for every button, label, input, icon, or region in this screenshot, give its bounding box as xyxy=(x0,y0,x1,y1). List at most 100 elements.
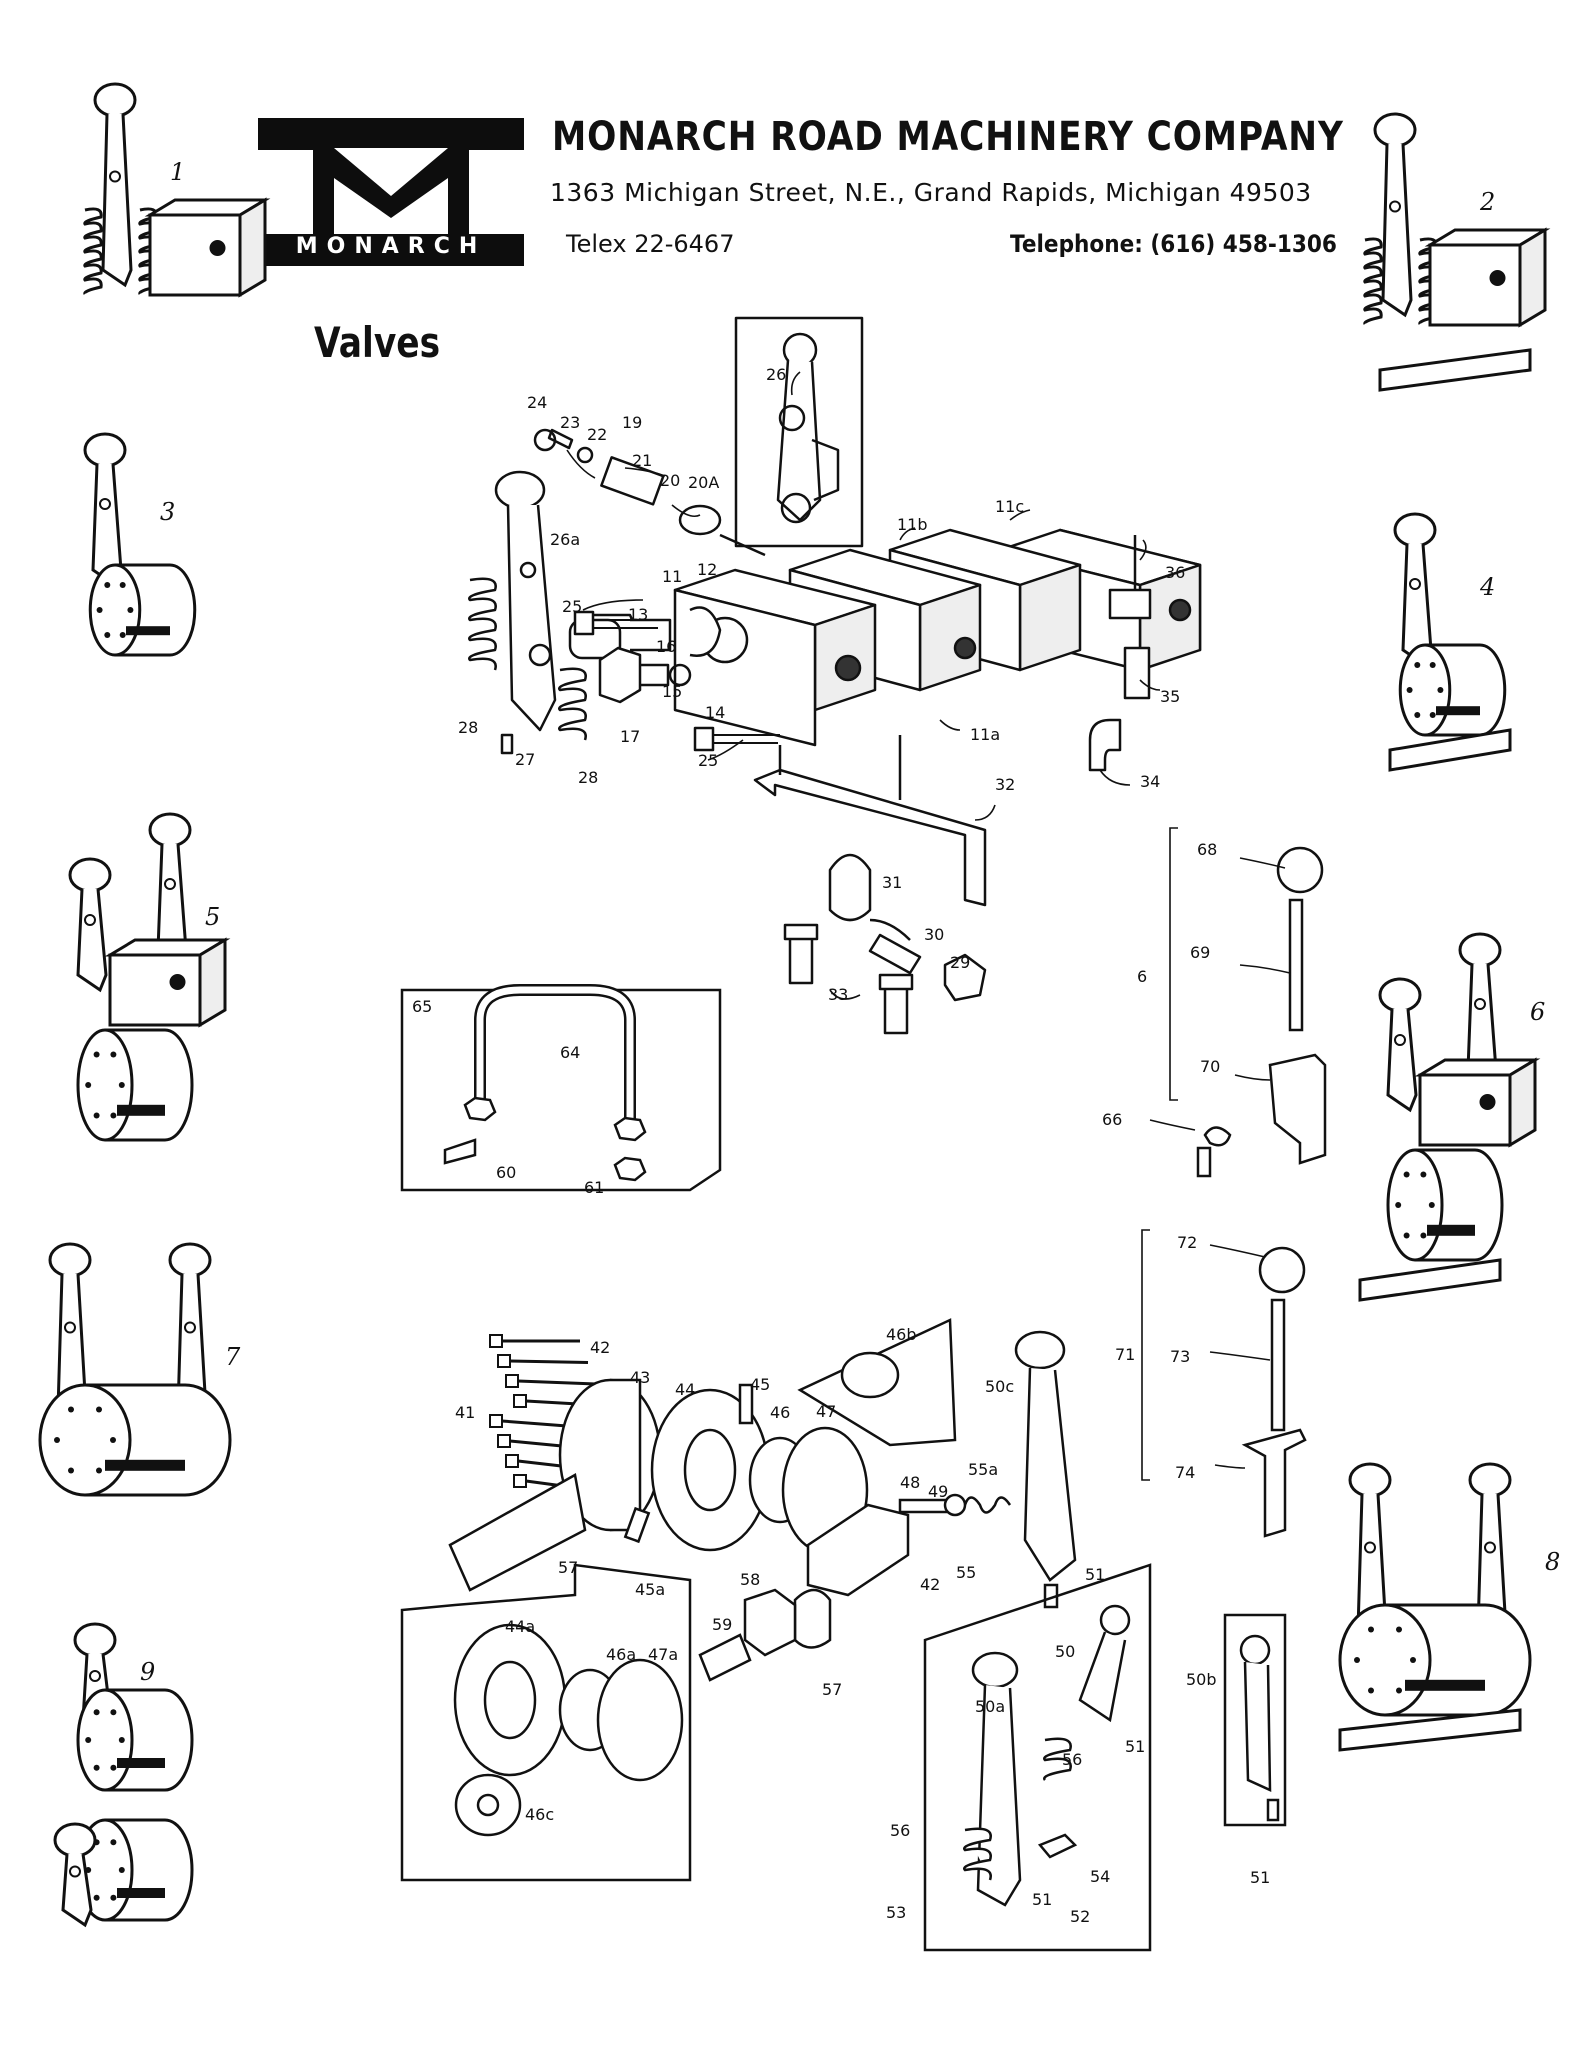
part-callout: 46c xyxy=(525,1805,554,1824)
part-callout: 54 xyxy=(1090,1867,1110,1886)
part-callout: 68 xyxy=(1197,840,1217,859)
valve-assembly-illustration xyxy=(83,432,197,657)
logo-top-bar xyxy=(258,118,524,150)
section-title: Valves xyxy=(314,318,441,367)
assembly-number: 2 xyxy=(1479,188,1495,216)
valve-assembly-illustration xyxy=(38,1242,232,1497)
part-callout: 51 xyxy=(1032,1890,1052,1909)
part-callout: 15 xyxy=(662,682,682,701)
assembly-number: 8 xyxy=(1545,1548,1560,1576)
valve-assembly-illustration xyxy=(1388,512,1512,772)
monarch-m-logo-icon xyxy=(258,148,524,266)
part-callout: 57 xyxy=(822,1680,842,1699)
part-callout: 50a xyxy=(975,1697,1005,1716)
part-callout: 72 xyxy=(1177,1233,1197,1252)
kit-number: 65 xyxy=(412,997,432,1016)
part-callout: 64 xyxy=(560,1043,580,1062)
part-callout: 42 xyxy=(590,1338,610,1357)
part-callout: 42 xyxy=(920,1575,940,1594)
part-callout: 27 xyxy=(515,750,535,769)
part-callout: 51 xyxy=(1250,1868,1270,1887)
part-callout: 74 xyxy=(1175,1463,1195,1482)
part-callout: 47a xyxy=(648,1645,678,1664)
part-callout: 59 xyxy=(712,1615,732,1634)
valve-assembly-illustration xyxy=(83,82,271,298)
assembly-number: 1 xyxy=(170,158,185,186)
part-callout: 66 xyxy=(1102,1110,1122,1129)
part-callout: 26 xyxy=(766,365,786,384)
part-callout: 25 xyxy=(698,751,718,770)
valve-assembly-illustration xyxy=(1358,932,1541,1302)
lever-inset-frame xyxy=(734,316,864,548)
part-callout: 70 xyxy=(1200,1057,1220,1076)
assembly-number: 6 xyxy=(1530,998,1545,1026)
part-callout: 34 xyxy=(1140,772,1160,791)
part-callout: 23 xyxy=(560,413,580,432)
part-callout: 13 xyxy=(628,605,648,624)
part-callout: 31 xyxy=(882,873,902,892)
part-callout: 44 xyxy=(675,1380,695,1399)
assembly-number: 9 xyxy=(140,1658,155,1686)
assembly-number: 7 xyxy=(225,1343,241,1371)
part-callout: 26a xyxy=(550,530,580,549)
valve-assembly-illustration xyxy=(53,1622,194,1928)
part-callout: 14 xyxy=(705,703,725,722)
part-callout: 28 xyxy=(578,768,598,787)
part-callout: 69 xyxy=(1190,943,1210,962)
assembly-number: 4 xyxy=(1479,573,1495,601)
part-callout: 16 xyxy=(656,637,676,656)
telex-number: Telex 22-6467 xyxy=(566,230,735,258)
valve-assembly-illustration xyxy=(1338,1462,1532,1752)
part-callout: 73 xyxy=(1170,1347,1190,1366)
company-name: MONARCH ROAD MACHINERY COMPANY xyxy=(552,114,1344,160)
part-callout: 52 xyxy=(1070,1907,1090,1926)
part-callout: 24 xyxy=(527,393,547,412)
company-address: 1363 Michigan Street, N.E., Grand Rapids… xyxy=(550,178,1312,207)
part-callout: 29 xyxy=(950,953,970,972)
part-callout: 20A xyxy=(688,473,719,492)
part-callout: 25 xyxy=(562,597,582,616)
part-callout: 33 xyxy=(828,985,848,1004)
part-callout: 11a xyxy=(970,725,1000,744)
assembly-number: 5 xyxy=(205,903,220,931)
part-callout: 46a xyxy=(606,1645,636,1664)
part-callout: 51 xyxy=(1085,1565,1105,1584)
part-callout: 28 xyxy=(458,718,478,737)
part-callout: 53 xyxy=(886,1903,906,1922)
part-callout: 46 xyxy=(770,1403,790,1422)
part-callout: 44a xyxy=(505,1617,535,1636)
logo-wordmark: MONARCH xyxy=(295,234,487,259)
part-callout: 11c xyxy=(995,497,1024,516)
part-callout: 57 xyxy=(558,1558,578,1577)
part-callout: 22 xyxy=(587,425,607,444)
hose-kit-frame xyxy=(400,988,722,1192)
part-callout: 56 xyxy=(890,1821,910,1840)
part-callout: 58 xyxy=(740,1570,760,1589)
valve-assembly-illustration xyxy=(1363,112,1551,392)
part-callout: 47 xyxy=(816,1402,836,1421)
part-callout: 19 xyxy=(622,413,642,432)
part-callout: 17 xyxy=(620,727,640,746)
part-callout: 46b xyxy=(886,1325,917,1344)
part-callout: 41 xyxy=(455,1403,475,1422)
part-callout: 45 xyxy=(750,1375,770,1394)
part-callout: 11b xyxy=(897,515,928,534)
part-callout: 55a xyxy=(968,1460,998,1479)
part-callout: 11 xyxy=(662,567,682,586)
part-callout: 43 xyxy=(630,1368,650,1387)
part-callout: 45a xyxy=(635,1580,665,1599)
part-callout: 55 xyxy=(956,1563,976,1582)
part-callout: 50c xyxy=(985,1377,1014,1396)
part-callout: 21 xyxy=(632,451,652,470)
part-callout: 50b xyxy=(1186,1670,1217,1689)
part-callout: 51 xyxy=(1125,1737,1145,1756)
part-callout: 12 xyxy=(697,560,717,579)
part-callout: 56 xyxy=(1062,1750,1082,1769)
part-callout: 36 xyxy=(1165,563,1185,582)
part-callout: 50 xyxy=(1055,1642,1075,1661)
valve-assembly-illustration xyxy=(68,812,231,1142)
part-callout: 49 xyxy=(928,1482,948,1501)
